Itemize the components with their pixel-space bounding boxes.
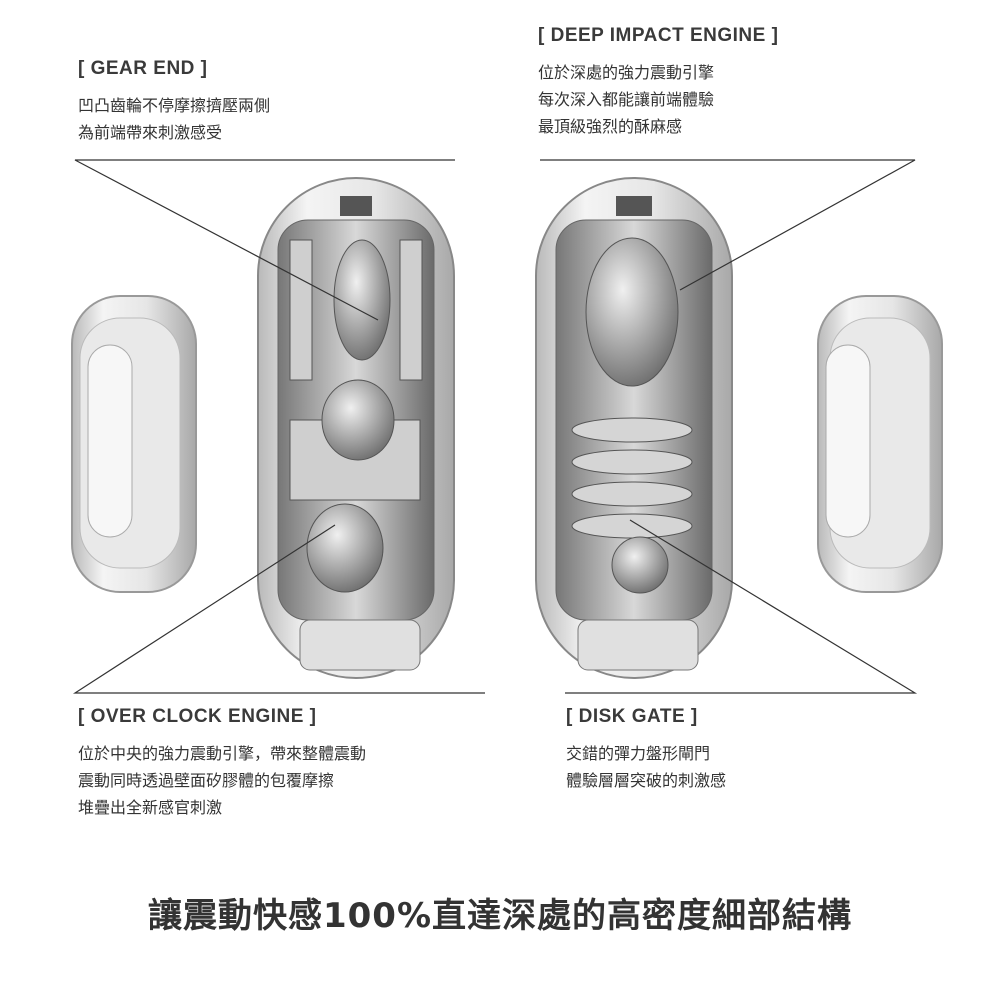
leader-gear-end [74, 159, 455, 321]
callout-line: 位於深處的強力震動引擎 [538, 63, 715, 82]
side-device-left [71, 295, 197, 593]
callout-over-clock-engine: [ OVER CLOCK ENGINE ] 位於中央的強力震動引擎，帶來整體震動… [78, 706, 366, 821]
callout-line: 震動同時透過壁面矽膠體的包覆摩擦 [78, 771, 335, 790]
cutaway-device-left [257, 177, 455, 679]
callout-line: 為前端帶來刺激感受 [78, 123, 223, 142]
callout-title: [ DISK GATE ] [566, 706, 698, 727]
callout-line: 堆疊出全新感官刺激 [78, 798, 223, 817]
callout-gear-end: [ GEAR END ] 凹凸齒輪不停摩擦擠壓兩側 為前端帶來刺激感受 [78, 58, 270, 146]
leader-deep-impact [540, 159, 916, 291]
callout-line: 每次深入都能讓前端體驗 [538, 90, 715, 109]
leader-over-clock [72, 524, 485, 694]
tagline: 讓震動快感100%直達深處的高密度細部結構 [147, 896, 853, 936]
leader-disk-gate [565, 519, 918, 694]
callout-deep-impact-engine: [ DEEP IMPACT ENGINE ] 位於深處的強力震動引擎 每次深入都… [538, 25, 778, 140]
cutaway-device-right [535, 177, 733, 679]
leader-lines [72, 159, 918, 694]
callout-title: [ DEEP IMPACT ENGINE ] [538, 25, 779, 46]
callout-line: 位於中央的強力震動引擎，帶來整體震動 [78, 744, 367, 763]
callout-title: [ GEAR END ] [78, 58, 208, 79]
callout-line: 交錯的彈力盤形閘門 [566, 744, 711, 763]
callout-disk-gate: [ DISK GATE ] 交錯的彈力盤形閘門 體驗層層突破的刺激感 [566, 706, 726, 794]
callout-line: 體驗層層突破的刺激感 [566, 771, 727, 790]
callout-line: 凹凸齒輪不停摩擦擠壓兩側 [78, 96, 271, 115]
callout-title: [ OVER CLOCK ENGINE ] [78, 706, 317, 727]
side-device-right [817, 295, 943, 593]
callout-line: 最頂級強烈的酥麻感 [538, 117, 683, 136]
